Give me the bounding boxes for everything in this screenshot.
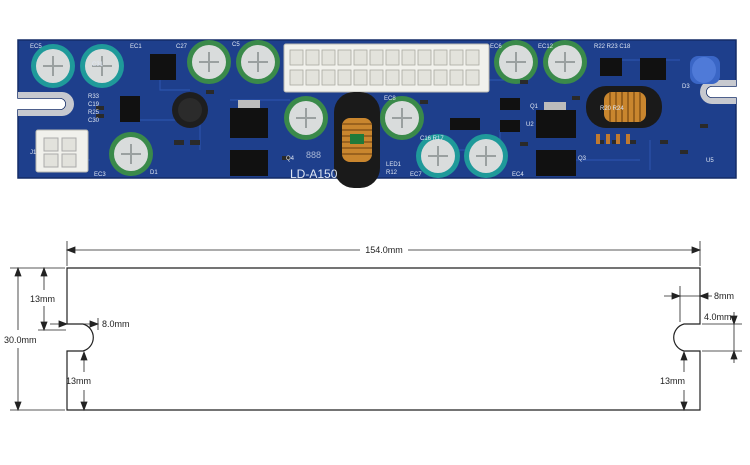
silk-seven-seg: 888 bbox=[306, 150, 321, 160]
total-length-label: 154.0mm bbox=[365, 245, 403, 255]
capacitor bbox=[416, 134, 460, 178]
silk-ec1: EC1 bbox=[130, 44, 142, 50]
length-dimension bbox=[65, 241, 702, 266]
mosfet bbox=[536, 150, 576, 176]
ic-chip bbox=[500, 120, 520, 132]
blue-capacitor bbox=[690, 56, 720, 84]
silk-c27: C27 bbox=[176, 44, 188, 50]
left-lower-label: 13mm bbox=[66, 376, 91, 386]
capacitor bbox=[187, 40, 231, 84]
capacitors bbox=[31, 40, 720, 178]
right-lower-label: 13mm bbox=[660, 376, 685, 386]
ic-chip bbox=[500, 98, 520, 110]
silk-u2: U2 bbox=[526, 122, 534, 128]
silk-ec6: EC6 bbox=[490, 44, 502, 50]
inductor bbox=[172, 92, 208, 128]
diodes bbox=[596, 134, 630, 144]
capacitor bbox=[543, 40, 587, 84]
silk-c31: C31 bbox=[92, 62, 104, 68]
left-slot-dimension bbox=[50, 318, 100, 330]
silkscreen: EC5 EC1 C27 C5 EC6 EC12 R22 R23 C18 D3 C… bbox=[30, 42, 714, 178]
right-slot-dimension bbox=[664, 286, 712, 322]
silk-ec3: EC3 bbox=[94, 172, 106, 178]
right-lower-dimension bbox=[680, 350, 688, 412]
mosfet bbox=[536, 110, 576, 138]
silk-led1: LED1 bbox=[386, 162, 402, 168]
silk-r25: R25 bbox=[88, 110, 100, 116]
right-slot-pad bbox=[700, 80, 736, 104]
mosfet bbox=[230, 108, 268, 138]
silk-ec5: EC5 bbox=[30, 44, 42, 50]
silk-c5: C5 bbox=[232, 42, 240, 48]
silk-ec7: EC7 bbox=[410, 172, 422, 178]
right-slot-width-label: 4.0mm bbox=[704, 312, 732, 322]
toroid-choke-center bbox=[334, 92, 380, 188]
silk-d3: D3 bbox=[682, 84, 690, 90]
left-slot-pad bbox=[18, 92, 74, 116]
silk-q1: Q1 bbox=[530, 104, 539, 110]
right-slot-label: 8mm bbox=[714, 291, 734, 301]
capacitor bbox=[380, 96, 424, 140]
height-label: 30.0mm bbox=[4, 335, 37, 345]
ic-chip bbox=[150, 54, 176, 80]
capacitor bbox=[284, 96, 328, 140]
toroid-choke-right bbox=[586, 86, 662, 128]
silk-r20: R20 R24 bbox=[600, 106, 624, 112]
silk-r12: R12 bbox=[386, 170, 398, 176]
silk-ec12: EC12 bbox=[538, 44, 554, 50]
model-label: LD-A150 bbox=[290, 167, 338, 181]
silk-q4: Q4 bbox=[286, 156, 295, 162]
silk-d1: D1 bbox=[150, 170, 158, 176]
silk-c16: C16 R17 bbox=[420, 136, 444, 142]
mosfet bbox=[230, 150, 268, 176]
silk-q3: Q3 bbox=[578, 156, 587, 162]
silk-c30: C30 bbox=[88, 118, 100, 124]
dimension-drawing: 154.0mm 30.0mm 13mm 8.0mm bbox=[4, 241, 742, 412]
capacitor bbox=[494, 40, 538, 84]
height-dimension bbox=[10, 266, 65, 412]
silk-u5: U5 bbox=[706, 158, 714, 164]
ic-chip bbox=[600, 58, 622, 76]
left-upper-dimension bbox=[38, 266, 66, 332]
capacitor bbox=[109, 132, 153, 176]
silk-r33: R33 bbox=[88, 94, 100, 100]
capacitor bbox=[236, 40, 280, 84]
ic-chip bbox=[450, 118, 480, 130]
left-upper-label: 13mm bbox=[30, 294, 55, 304]
ic-chip bbox=[120, 96, 140, 122]
capacitor bbox=[80, 44, 124, 88]
ic-chip bbox=[640, 58, 666, 80]
right-slot-width-dimension bbox=[702, 312, 742, 363]
capacitor bbox=[31, 44, 75, 88]
silk-j1: J1 bbox=[30, 150, 37, 156]
left-slot-label: 8.0mm bbox=[102, 319, 130, 329]
left-lower-dimension bbox=[80, 350, 88, 412]
ics bbox=[120, 54, 666, 176]
drawing-outline bbox=[66, 267, 701, 411]
pcb-board: EC5 EC1 C27 C5 EC6 EC12 R22 R23 C18 D3 C… bbox=[17, 39, 737, 188]
atx-24pin-connector bbox=[283, 43, 490, 93]
silk-c19: C19 bbox=[88, 102, 100, 108]
silk-r22: R22 R23 C18 bbox=[594, 44, 631, 50]
silk-ec4: EC4 bbox=[512, 172, 524, 178]
capacitor bbox=[464, 134, 508, 178]
4pin-connector bbox=[35, 129, 89, 173]
silk-ec8: EC8 bbox=[384, 96, 396, 102]
